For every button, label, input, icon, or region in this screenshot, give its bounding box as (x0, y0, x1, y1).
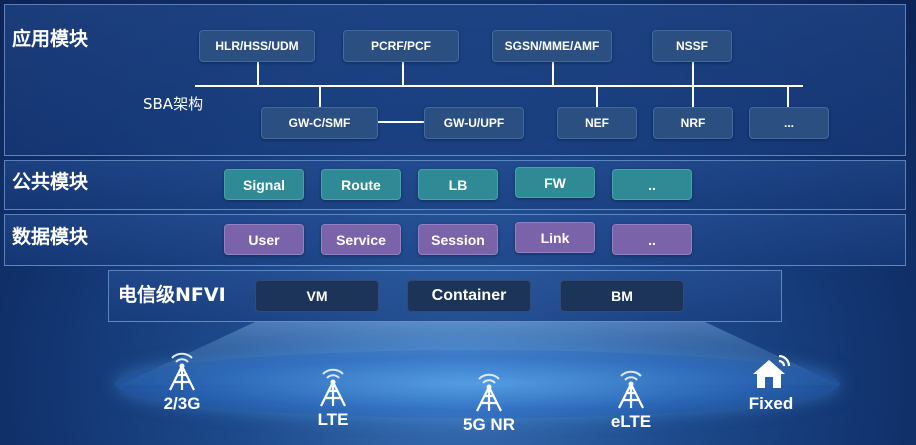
application-module-panel: 应用模块 SBA架构 HLR/HSS/UDM PCRF/PCF SGSN/MME… (4, 4, 906, 156)
bus-drop-1 (257, 62, 259, 86)
nfvi-title: 电信级NFVI (118, 284, 226, 306)
antenna-icon (618, 370, 644, 409)
bus-drop-8 (787, 86, 789, 108)
bus-drop-7 (692, 86, 694, 108)
service-nrf[interactable]: NRF (653, 107, 733, 139)
bus-drop-4 (692, 62, 694, 86)
sba-bus-line (195, 85, 803, 87)
data-session[interactable]: Session (418, 224, 498, 255)
access-label: 5G NR (463, 415, 515, 434)
access-network-ellipse (115, 350, 840, 418)
access-label: eLTE (610, 412, 652, 431)
public-route[interactable]: Route (321, 169, 401, 200)
access-fixed: Fixed (726, 350, 816, 414)
nfvi-vm[interactable]: VM (255, 280, 379, 312)
antenna-icon (476, 373, 502, 412)
bus-drop-2 (402, 62, 404, 86)
nfvi-container[interactable]: Container (407, 280, 531, 312)
public-lb[interactable]: LB (418, 169, 498, 200)
access-5g-nr: 5G NR (444, 367, 534, 435)
access-elte: eLTE (586, 364, 676, 432)
application-module-title: 应用模块 (12, 28, 89, 50)
home-wifi-icon (753, 354, 791, 388)
data-more[interactable]: .. (612, 224, 692, 255)
service-hlr-hss-udm[interactable]: HLR/HSS/UDM (199, 30, 315, 62)
access-label: Fixed (748, 394, 794, 413)
service-nssf[interactable]: NSSF (652, 30, 732, 62)
access-2-3g: 2/3G (137, 346, 227, 414)
data-user[interactable]: User (224, 224, 304, 255)
smf-upf-link (378, 121, 424, 123)
service-nef[interactable]: NEF (557, 107, 637, 139)
access-label: LTE (317, 410, 349, 429)
bus-drop-6 (596, 86, 598, 108)
data-module-title: 数据模块 (12, 226, 89, 248)
antenna-icon (320, 368, 346, 407)
public-module-panel: 公共模块 Signal Route LB FW .. (4, 160, 906, 210)
access-label: 2/3G (163, 394, 201, 413)
service-pcrf-pcf[interactable]: PCRF/PCF (343, 30, 459, 62)
service-sgsn-mme-amf[interactable]: SGSN/MME/AMF (492, 30, 612, 62)
public-module-title: 公共模块 (12, 171, 89, 193)
nfvi-bm[interactable]: BM (560, 280, 684, 312)
sba-architecture-label: SBA架构 (143, 95, 204, 113)
public-more[interactable]: .. (612, 169, 692, 200)
data-module-panel: 数据模块 User Service Session Link .. (4, 214, 906, 266)
service-gw-c-smf[interactable]: GW-C/SMF (261, 107, 378, 139)
bus-drop-3 (552, 62, 554, 86)
access-lte: LTE (288, 362, 378, 430)
bus-drop-5 (319, 86, 321, 108)
data-link[interactable]: Link (515, 222, 595, 253)
data-service[interactable]: Service (321, 224, 401, 255)
public-fw[interactable]: FW (515, 167, 595, 198)
service-more[interactable]: ... (749, 107, 829, 139)
service-gw-u-upf[interactable]: GW-U/UPF (424, 107, 524, 139)
antenna-icon (169, 352, 195, 391)
nfvi-panel: 电信级NFVI VM Container BM (108, 270, 782, 322)
public-signal[interactable]: Signal (224, 169, 304, 200)
